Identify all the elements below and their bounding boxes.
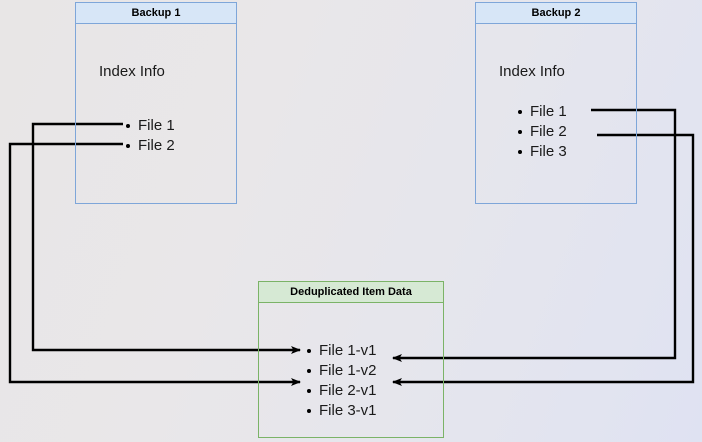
node-backup-2-header: Backup 2 (476, 3, 636, 24)
edge-backup1-file2-to-file2v1 (8, 142, 301, 386)
node-backup-1[interactable]: Backup 1 Index Info File 1 File 2 (75, 2, 237, 204)
backup-1-index-info-label: Index Info (99, 63, 165, 80)
backup-2-index-info-label: Index Info (499, 63, 565, 80)
backup-1-file-list: File 1 File 2 (124, 116, 175, 156)
edge-backup2-file2-to-file2v1 (392, 133, 695, 386)
node-backup-1-header: Backup 1 (76, 3, 236, 24)
node-dedup-body: File 1-v1 File 1-v2 File 2-v1 File 3-v1 (259, 303, 443, 437)
list-item: File 2 (516, 122, 567, 142)
edge-backup2-file1-to-file1v2 (392, 108, 677, 362)
list-item: File 1 (516, 102, 567, 122)
node-backup-1-body: Index Info File 1 File 2 (76, 24, 236, 203)
list-item: File 2 (124, 136, 175, 156)
edge-backup1-file1-to-file1v1 (31, 122, 301, 354)
list-item: File 3 (516, 142, 567, 162)
list-item: File 1 (124, 116, 175, 136)
node-backup-2-body: Index Info File 1 File 2 File 3 (476, 24, 636, 203)
list-item: File 3-v1 (305, 401, 377, 421)
node-deduplicated-item-data[interactable]: Deduplicated Item Data File 1-v1 File 1-… (258, 281, 444, 438)
node-backup-2[interactable]: Backup 2 Index Info File 1 File 2 File 3 (475, 2, 637, 204)
list-item: File 1-v2 (305, 361, 377, 381)
backup-2-file-list: File 1 File 2 File 3 (516, 102, 567, 162)
list-item: File 1-v1 (305, 341, 377, 361)
dedup-file-list: File 1-v1 File 1-v2 File 2-v1 File 3-v1 (305, 341, 377, 421)
list-item: File 2-v1 (305, 381, 377, 401)
node-dedup-header: Deduplicated Item Data (259, 282, 443, 303)
